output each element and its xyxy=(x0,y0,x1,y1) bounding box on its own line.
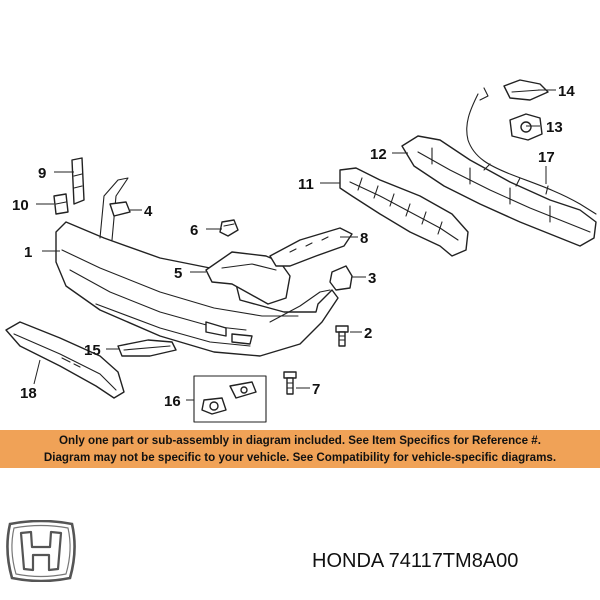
part-2-bolt xyxy=(335,325,349,347)
part-17-harness xyxy=(466,87,597,215)
part-number-label: HONDA 74117TM8A00 xyxy=(312,550,519,572)
part-1-bumper-face xyxy=(55,177,339,357)
callout-10: 10 xyxy=(12,197,29,214)
part-11-absorber xyxy=(339,167,469,257)
callout-4: 4 xyxy=(144,203,153,220)
callout-13: 13 xyxy=(546,119,563,136)
callout-3: 3 xyxy=(368,270,376,287)
parts-diagram: 1 2 3 4 5 6 7 8 9 10 11 12 13 14 15 16 1… xyxy=(5,79,597,423)
callout-5: 5 xyxy=(174,265,182,282)
part-16-sensor-set xyxy=(193,375,267,423)
notice-line-1: Only one part or sub-assembly in diagram… xyxy=(59,434,541,447)
part-8-bracket xyxy=(269,227,353,267)
honda-h-logo-icon xyxy=(6,520,76,582)
callout-17: 17 xyxy=(538,149,555,166)
part-5-spacer xyxy=(205,251,291,305)
part-7-bolt xyxy=(283,371,297,395)
part-14-bracket xyxy=(503,79,549,101)
part-15-reflector xyxy=(117,339,177,357)
callout-12: 12 xyxy=(370,146,387,163)
callout-18: 18 xyxy=(20,385,37,402)
callout-11: 11 xyxy=(298,176,314,193)
footer xyxy=(0,468,600,600)
callout-1: 1 xyxy=(24,244,32,261)
callout-9: 9 xyxy=(38,165,46,182)
callout-7: 7 xyxy=(312,381,320,398)
part-3-retainer xyxy=(329,265,353,291)
callout-15: 15 xyxy=(84,342,101,359)
notice-line-2: Diagram may not be specific to your vehi… xyxy=(43,451,557,464)
part-9-bracket xyxy=(71,157,85,205)
callout-8: 8 xyxy=(360,230,368,247)
part-6-nut xyxy=(219,219,239,237)
part-4-bracket xyxy=(109,201,131,217)
part-18-garnish xyxy=(5,321,125,399)
callout-6: 6 xyxy=(190,222,198,239)
part-10-clip xyxy=(53,193,69,215)
callout-2: 2 xyxy=(364,325,372,342)
notice-banner: Only one part or sub-assembly in diagram… xyxy=(0,430,600,468)
part-13-holder xyxy=(509,113,543,141)
part-12-beam xyxy=(401,135,597,247)
callout-16: 16 xyxy=(164,393,181,410)
leader-lines xyxy=(33,89,556,401)
callout-14: 14 xyxy=(558,83,575,100)
